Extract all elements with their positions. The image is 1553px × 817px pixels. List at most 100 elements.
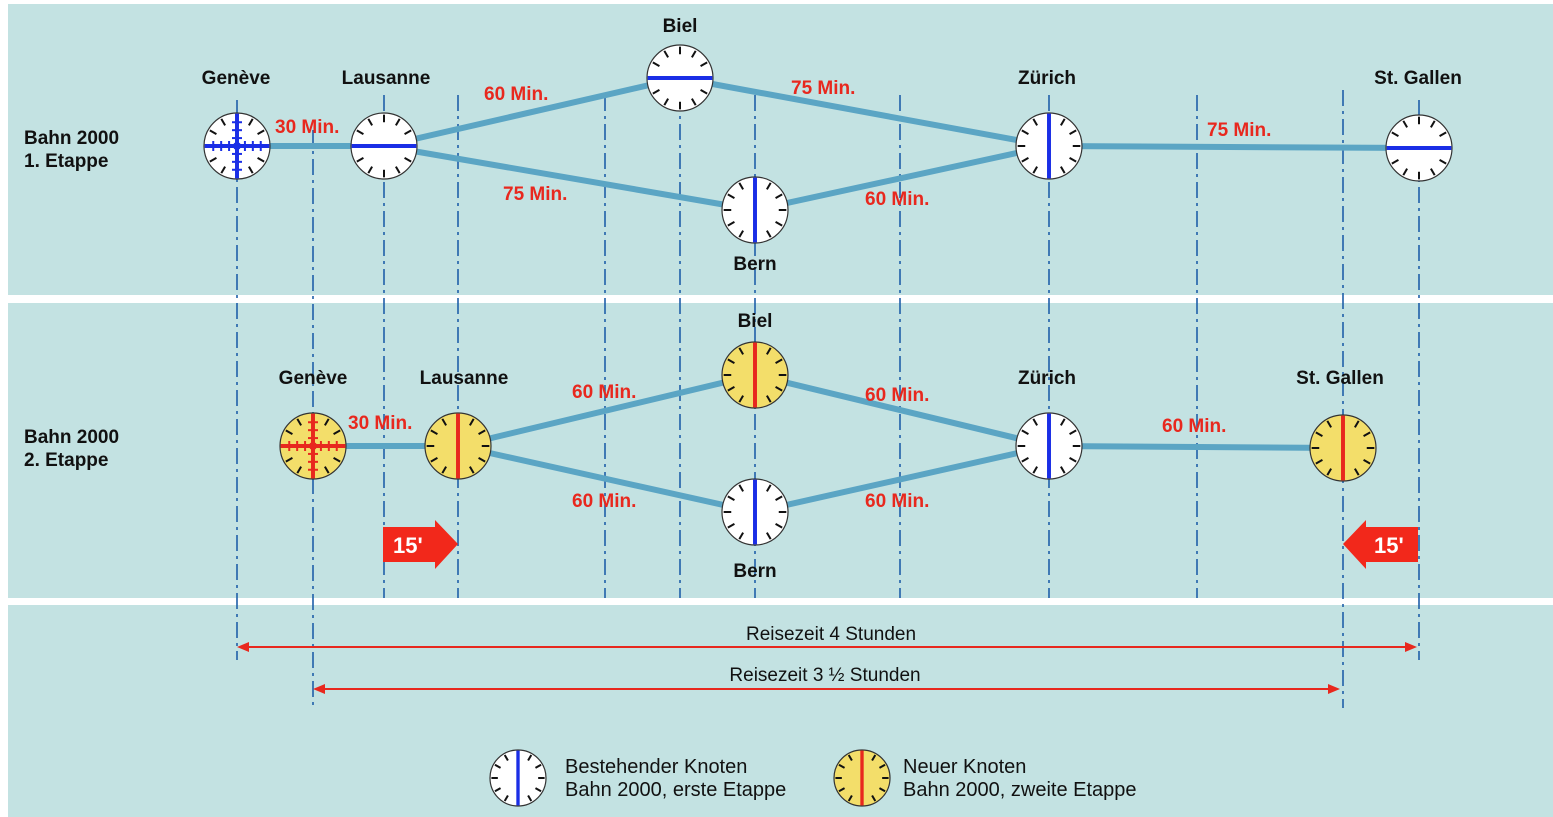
clock-tick bbox=[727, 523, 735, 529]
clock-tick bbox=[691, 50, 697, 58]
clock-tick bbox=[1326, 468, 1332, 476]
clock-stage2-biel bbox=[721, 341, 789, 409]
clock-tick bbox=[1069, 157, 1077, 163]
traveltime-arrow-stage1 bbox=[237, 642, 1417, 652]
clock-tick bbox=[395, 118, 401, 126]
clock-tick bbox=[871, 794, 877, 802]
stage2-duration-lausanne-bern: 60 Min. bbox=[572, 491, 636, 512]
clock-tick bbox=[257, 129, 265, 135]
clock-stage1-stgallen bbox=[1385, 114, 1453, 182]
route-lines bbox=[234, 75, 1422, 515]
clock-tick bbox=[395, 166, 401, 174]
stage2-city-lausanne: Lausanne bbox=[420, 368, 509, 389]
route-line bbox=[752, 143, 1052, 213]
clock-tick bbox=[1069, 129, 1077, 135]
clock-tick bbox=[220, 118, 226, 126]
stage1-city-bern: Bern bbox=[733, 254, 776, 275]
route-line bbox=[455, 443, 758, 515]
clock-tick bbox=[738, 182, 744, 190]
clock-tick bbox=[430, 457, 438, 463]
clock-tick bbox=[727, 358, 735, 364]
legend-new-line1: Neuer Knoten bbox=[903, 756, 1026, 778]
clock-tick bbox=[663, 98, 669, 106]
clock-stage2-stgallen bbox=[1309, 414, 1377, 482]
clock-hub bbox=[233, 142, 241, 150]
clock-tick bbox=[652, 89, 660, 95]
clock-tick bbox=[503, 754, 509, 762]
clock-tick bbox=[1439, 131, 1447, 137]
stage2-label-line2: 2. Etappe bbox=[24, 450, 108, 471]
stage1-duration-geneve-lausanne: 30 Min. bbox=[275, 117, 339, 138]
clock-tick bbox=[430, 429, 438, 435]
clock-tick bbox=[766, 484, 772, 492]
stage2-city-biel: Biel bbox=[738, 311, 773, 332]
clock-tick bbox=[1032, 418, 1038, 426]
clock-stage2-lausanne bbox=[424, 412, 492, 480]
clock-tick bbox=[257, 157, 265, 163]
clock-tick bbox=[775, 221, 783, 227]
clock-tick bbox=[503, 794, 509, 802]
clock-tick bbox=[727, 495, 735, 501]
clock-stage2-zurich bbox=[1015, 412, 1083, 480]
clock-tick bbox=[356, 129, 364, 135]
clock-tick bbox=[324, 466, 330, 474]
stage2-duration-geneve-lausanne: 30 Min. bbox=[348, 413, 412, 434]
traveltime-stage1-label: Reisezeit 4 Stunden bbox=[746, 624, 916, 645]
clock-tick bbox=[766, 532, 772, 540]
route-line bbox=[752, 443, 1052, 515]
stage2-duration-lausanne-biel: 60 Min. bbox=[572, 382, 636, 403]
route-line bbox=[381, 143, 758, 213]
clock-tick bbox=[494, 763, 502, 769]
station-clocks bbox=[203, 44, 1453, 807]
time-grid bbox=[236, 90, 1420, 708]
clock-tick bbox=[1060, 118, 1066, 126]
clock-tick bbox=[652, 61, 660, 67]
clock-tick bbox=[1315, 431, 1323, 437]
stage2-city-bern: Bern bbox=[733, 561, 776, 582]
clock-tick bbox=[775, 495, 783, 501]
clock-tick bbox=[1021, 157, 1029, 163]
clock-tick bbox=[469, 418, 475, 426]
clock-tick bbox=[527, 794, 533, 802]
stage1-label-line1: Bahn 2000 bbox=[24, 128, 119, 149]
clock-tick bbox=[838, 787, 846, 793]
clock-tick bbox=[766, 182, 772, 190]
shift-arrow-left bbox=[1343, 520, 1418, 569]
clock-tick bbox=[333, 457, 341, 463]
clock-tick bbox=[367, 118, 373, 126]
clock-tick bbox=[209, 157, 217, 163]
clock-tick bbox=[1391, 131, 1399, 137]
clock-tick bbox=[1032, 466, 1038, 474]
clock-tick bbox=[691, 98, 697, 106]
clock-tick bbox=[727, 193, 735, 199]
route-line bbox=[1046, 143, 1422, 151]
clock-tick bbox=[727, 386, 735, 392]
clock-stage1-geneve bbox=[203, 112, 271, 180]
stage1-duration-zurich-stgallen: 75 Min. bbox=[1207, 120, 1271, 141]
clock-tick bbox=[766, 230, 772, 238]
clock-tick bbox=[838, 763, 846, 769]
clock-tick bbox=[1402, 120, 1408, 128]
shift-arrow-left-label: 15' bbox=[1374, 533, 1404, 558]
clock-tick bbox=[878, 787, 886, 793]
clock-tick bbox=[1430, 168, 1436, 176]
stage1-city-biel: Biel bbox=[663, 16, 698, 37]
clock-tick bbox=[494, 787, 502, 793]
clock-tick bbox=[248, 166, 254, 174]
clock-tick bbox=[878, 763, 886, 769]
clock-tick bbox=[1060, 418, 1066, 426]
clock-tick bbox=[775, 193, 783, 199]
clock-tick bbox=[404, 129, 412, 135]
clock-tick bbox=[775, 523, 783, 529]
panel-traveltime bbox=[8, 605, 1553, 817]
stage1-label-line2: 1. Etappe bbox=[24, 151, 108, 172]
clock-tick bbox=[248, 118, 254, 126]
clock-stage1-zurich bbox=[1015, 112, 1083, 180]
stage1-duration-lausanne-biel: 60 Min. bbox=[484, 84, 548, 105]
clock-tick bbox=[478, 457, 486, 463]
stage2-duration-zurich-stgallen: 60 Min. bbox=[1162, 416, 1226, 437]
clock-tick bbox=[738, 484, 744, 492]
stage2-duration-biel-zurich: 60 Min. bbox=[865, 385, 929, 406]
stage1-city-zurich: Zürich bbox=[1018, 68, 1076, 89]
